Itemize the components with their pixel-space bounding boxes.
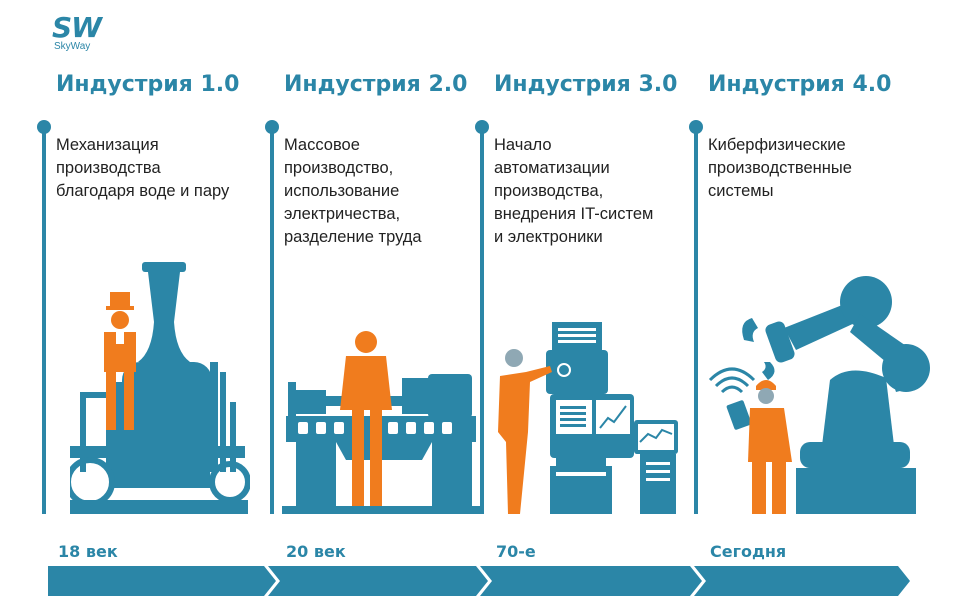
- stage-era: 20 век: [286, 542, 346, 561]
- desc-line: и электроники: [494, 228, 603, 246]
- desc-line: благодаря воде и пару: [56, 182, 230, 200]
- stage-title: Индустрия 4.0: [708, 72, 892, 97]
- desc-line: электричества,: [284, 205, 401, 223]
- timeline-arrow-4: [694, 566, 910, 596]
- lathe-machine-illustration: [282, 331, 482, 514]
- desc-line: внедрения IT-систем: [494, 205, 654, 223]
- stage-era: Сегодня: [710, 542, 787, 561]
- stage-title: Индустрия 3.0: [494, 72, 678, 97]
- desc-line: автоматизации: [494, 159, 610, 177]
- desc-line: использование: [284, 182, 400, 200]
- steam-engine-illustration: [70, 262, 250, 514]
- stage-title: Индустрия 2.0: [284, 72, 468, 97]
- desc-line: производственные: [708, 159, 852, 177]
- timeline-arrow-2: [268, 566, 488, 596]
- desc-line: Массовое: [284, 136, 360, 154]
- stage-industry-1: Индустрия 1.0 Механизация производства б…: [37, 0, 261, 614]
- desc-line: системы: [708, 182, 774, 200]
- desc-line: Механизация: [56, 136, 159, 154]
- stage-industry-3: Индустрия 3.0 Начало автоматизации произ…: [475, 0, 699, 614]
- stage-description: Киберфизические производственные системы: [708, 134, 913, 203]
- robot-arm-illustration: [708, 276, 930, 514]
- stage-industry-4: Индустрия 4.0 Киберфизические производст…: [689, 0, 913, 614]
- timeline-arrows: [48, 566, 910, 596]
- desc-line: производства: [56, 159, 161, 177]
- stage-line: [480, 128, 484, 514]
- stage-description: Массовое производство, использование эле…: [284, 134, 489, 249]
- stage-description: Начало автоматизации производства, внедр…: [494, 134, 699, 249]
- stage-industry-2: Индустрия 2.0 Массовое производство, исп…: [265, 0, 489, 614]
- timeline-arrow-3: [480, 566, 702, 596]
- timeline-arrow-1: [48, 566, 276, 596]
- computer-illustration: [498, 322, 678, 514]
- stage-era: 18 век: [58, 542, 118, 561]
- stage-dot: [37, 120, 51, 134]
- stage-title: Индустрия 1.0: [56, 72, 240, 97]
- stage-dot: [475, 120, 489, 134]
- stage-line: [694, 128, 698, 514]
- desc-line: разделение труда: [284, 228, 422, 246]
- logo-name: SkyWay: [54, 41, 91, 52]
- stage-era: 70-е: [496, 542, 536, 561]
- desc-line: производства,: [494, 182, 604, 200]
- skyway-logo: SW SkyWay: [52, 14, 122, 54]
- stage-description: Механизация производства благодаря воде …: [56, 134, 261, 203]
- desc-line: Киберфизические: [708, 136, 846, 154]
- stage-dot: [265, 120, 279, 134]
- desc-line: Начало: [494, 136, 552, 154]
- stage-line: [42, 128, 46, 514]
- logo-mark: SW: [52, 11, 102, 44]
- desc-line: производство,: [284, 159, 394, 177]
- stage-dot: [689, 120, 703, 134]
- stage-line: [270, 128, 274, 514]
